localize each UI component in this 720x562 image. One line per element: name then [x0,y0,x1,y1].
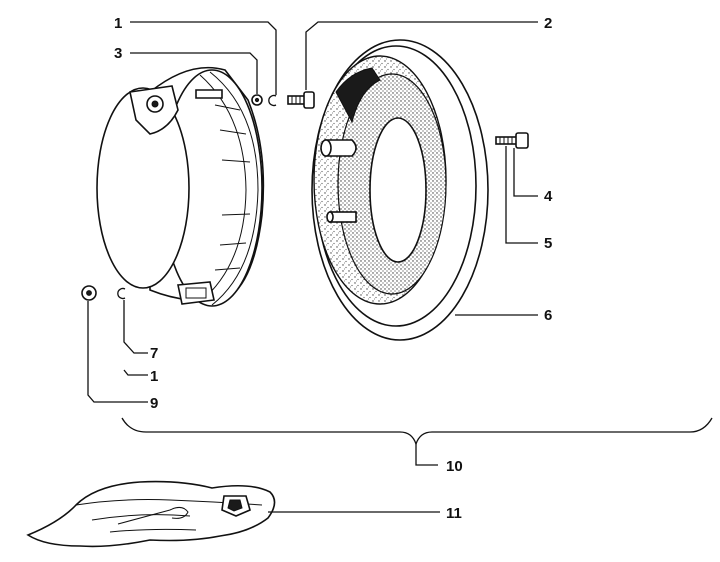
callout-11: 11 [446,505,462,522]
screw-4 [495,132,529,149]
callout-7: 7 [150,345,158,362]
spring-washer-1-bottom [117,287,126,300]
callout-9: 9 [150,395,158,412]
callout-2: 2 [544,15,552,32]
callout-3: 3 [114,45,122,62]
washer-3 [251,94,263,106]
headlamp-housing [311,39,489,341]
nut-9 [81,285,97,301]
headlamp-lens-assembly [96,66,265,307]
leader-lines [87,21,713,513]
callout-10: 10 [446,458,463,475]
callout-1-top: 1 [114,15,122,32]
callout-4: 4 [544,188,553,205]
spring-washer-1-top [268,94,277,107]
tool-pouch [26,480,276,548]
screw-2 [287,91,315,109]
callout-6: 6 [544,307,552,324]
callout-5: 5 [544,235,552,252]
callout-1-bottom: 1 [150,368,158,385]
